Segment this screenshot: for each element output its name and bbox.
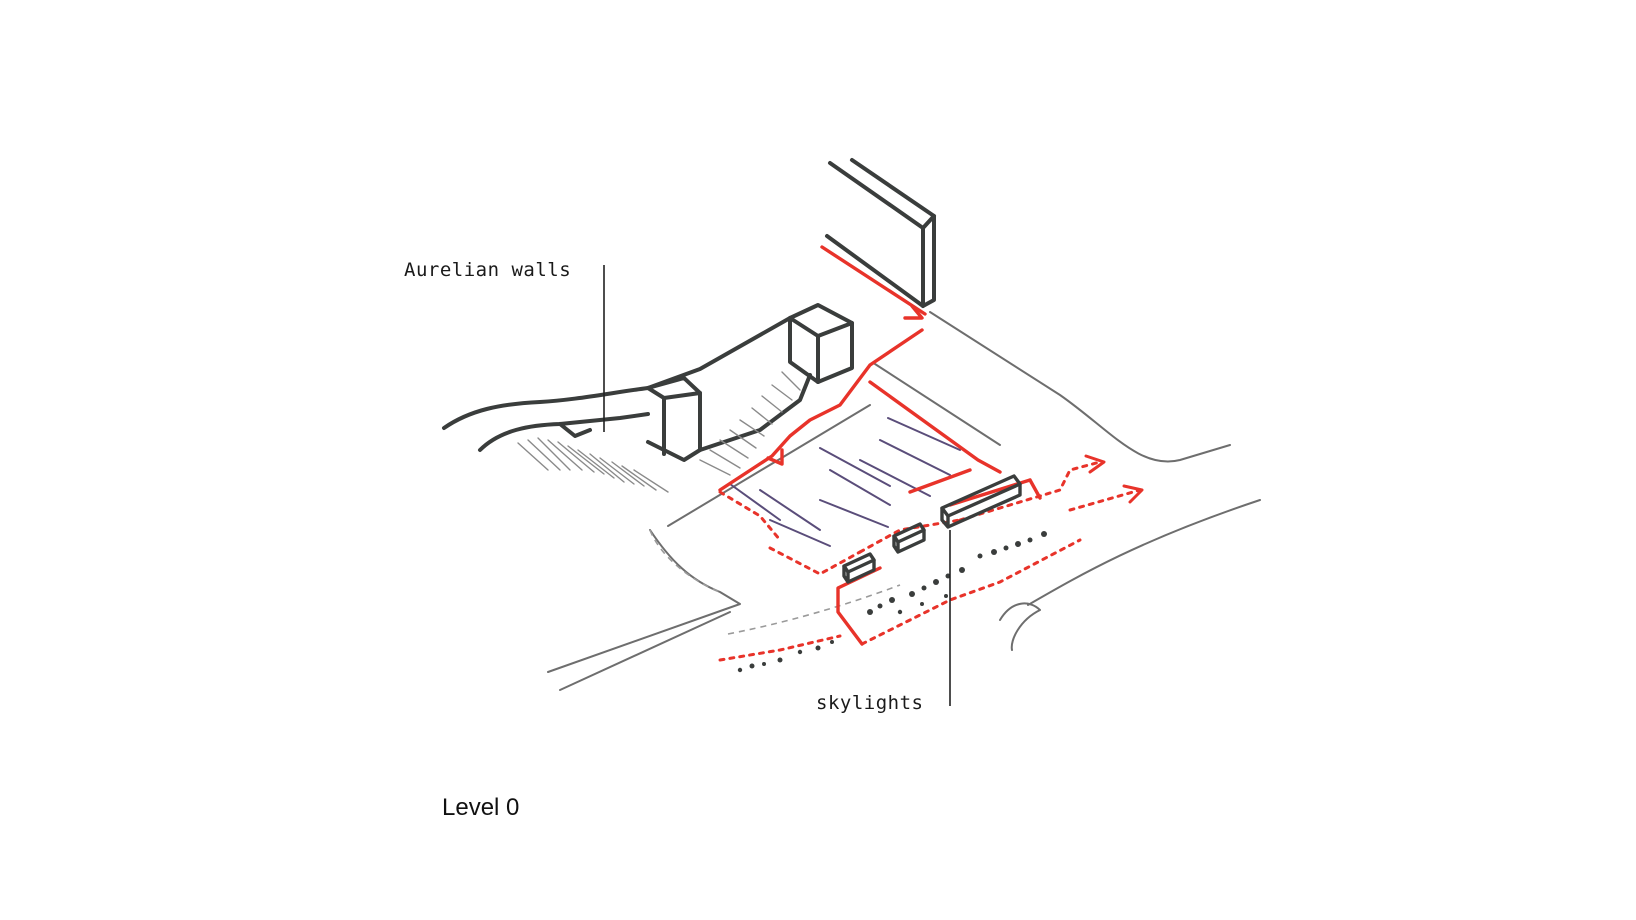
- skylight-long: [940, 474, 1022, 529]
- wall-hatching: [517, 371, 801, 493]
- skylight-small-1: [892, 522, 926, 554]
- arrowheads: [1084, 454, 1144, 504]
- wall-block: [825, 158, 936, 308]
- courtyard-lines: [729, 417, 961, 547]
- skylights-label: skylights: [816, 692, 924, 714]
- aurelian-wall-drawing: [442, 303, 854, 462]
- circulation-path: [718, 245, 1042, 646]
- dotted-paths: [718, 460, 1142, 662]
- street-outlines-dashed: [649, 529, 901, 635]
- leader-lines: [603, 265, 951, 706]
- level-title: Level 0: [442, 794, 520, 821]
- aurelian-walls-label: Aurelian walls: [404, 259, 572, 281]
- skylight-small-2: [842, 552, 876, 584]
- vegetation: [737, 531, 1047, 673]
- street-outlines: [547, 311, 1261, 691]
